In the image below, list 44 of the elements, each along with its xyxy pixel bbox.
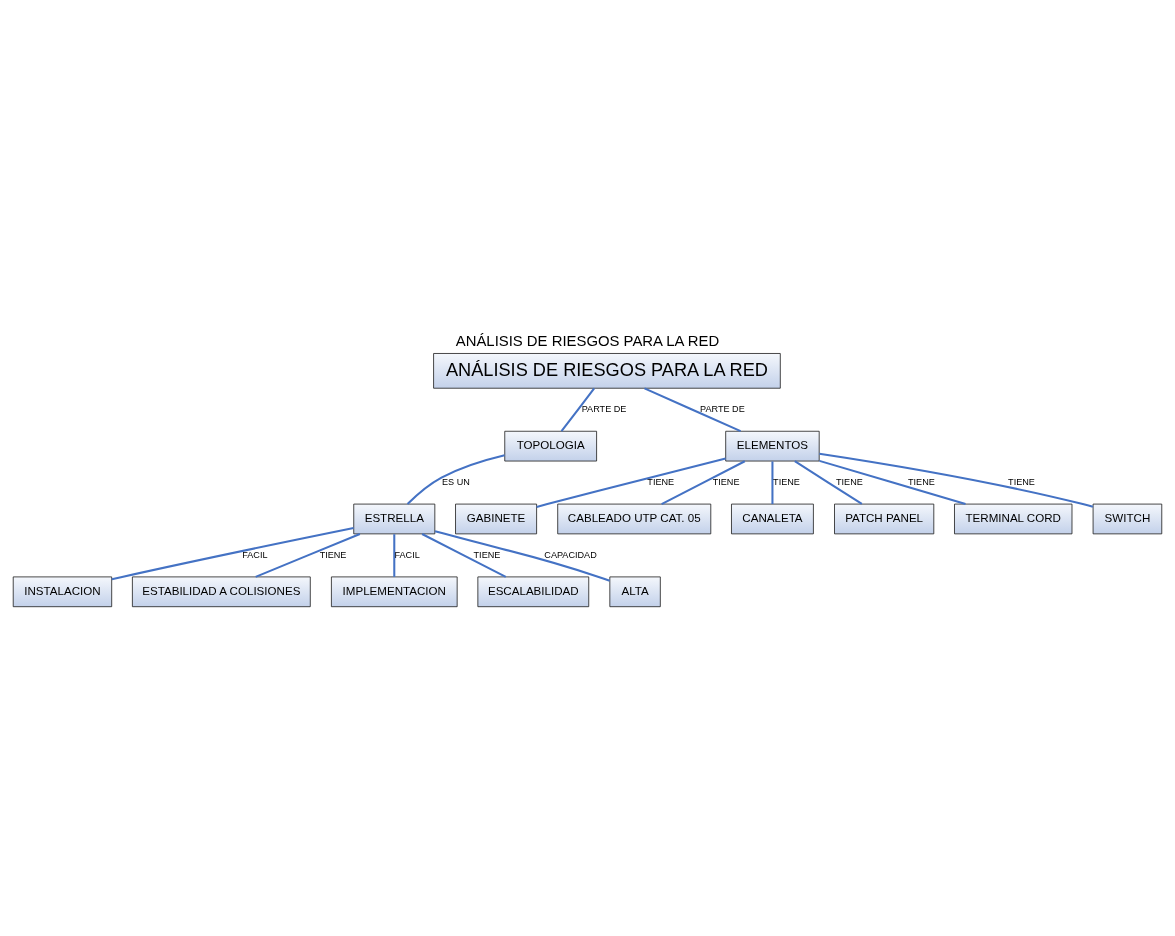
diagram-title: ANÁLISIS DE RIESGOS PARA LA RED [455,332,720,349]
node-box: CABLEADO UTP CAT. 05 [557,503,712,534]
node-box: ALTA [609,576,661,607]
node-box: TERMINAL CORD [954,503,1073,534]
edge-label: CAPACIDAD [544,549,597,560]
connector [536,457,726,508]
connector [661,459,746,505]
connector [794,459,863,505]
node-box: PATCH PANEL [834,503,935,534]
node-box: ESTABILIDAD A COLISIONES [131,576,311,607]
edge-label: TIENE [908,476,935,487]
connector [771,460,774,504]
connector [819,459,966,505]
connector [421,532,507,578]
connector [255,532,361,578]
edge-label: PARTE DE [700,403,745,414]
edge-label: PARTE DE [581,403,627,414]
edge-label: TIENE [647,476,675,487]
connector [819,452,1094,508]
node-box: TOPOLOGIA [504,430,597,461]
edge-label: TIENE [836,476,863,487]
connector [111,526,354,580]
edge-label: TIENE [1008,476,1035,487]
edge-label: TIENE [712,476,740,487]
connector [406,453,505,505]
node-box: ESTRELLA [353,503,436,534]
edge-label: FACIL [242,549,268,560]
connector [393,533,396,577]
edge-label: TIENE [319,549,347,560]
node-box: ESCALABILIDAD [477,576,590,607]
connector [434,529,611,582]
edge-label: TIENE [473,549,501,560]
connector [560,387,595,432]
node-box: CANALETA [731,503,814,534]
node-box: ELEMENTOS [725,430,820,461]
edge-label: FACIL [394,549,420,560]
connector [644,386,742,432]
edge-label: ES UN [442,476,470,487]
node-box: SWITCH [1092,503,1163,534]
node-box: GABINETE [455,503,538,534]
edge-label: TIENE [773,476,800,487]
node-box: INSTALACION [12,576,113,607]
node-box: IMPLEMENTACION [330,576,458,607]
node-box: ANÁLISIS DE RIESGOS PARA LA RED [433,352,781,389]
